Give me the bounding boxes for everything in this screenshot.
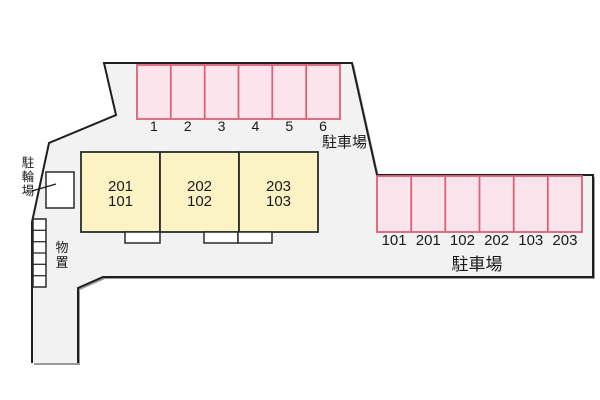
top-parking-space-number: 3 — [217, 118, 226, 134]
unit-number-lower: 102 — [186, 192, 213, 210]
bicycle-parking-box — [45, 171, 75, 209]
top-parking-space-number: 6 — [319, 118, 327, 134]
bicycle-parking-label: 駐輪場 — [21, 156, 35, 198]
right-parking-space-number: 201 — [415, 232, 441, 249]
right-parking-space-number: 103 — [518, 232, 544, 249]
unit-number-lower: 101 — [107, 192, 134, 210]
right-parking-number-row: 101 201 102 202 103 203 — [377, 232, 582, 249]
top-parking-title: 駐車場 — [322, 134, 368, 151]
bicycle-parking-leader-line — [31, 183, 57, 192]
building-unit-2 — [159, 151, 240, 233]
right-parking-space-number: 203 — [552, 232, 578, 249]
storage-boxes — [32, 218, 47, 288]
right-parking-space-number: 101 — [381, 232, 407, 249]
top-parking-space-number: 2 — [183, 118, 192, 134]
top-parking-space-number: 4 — [251, 118, 260, 134]
top-parking-space-number: 1 — [150, 118, 158, 134]
building-unit-3 — [238, 151, 319, 233]
top-parking-space-number: 5 — [285, 118, 294, 134]
top-parking-number-row: 1 2 3 4 5 6 — [137, 118, 340, 134]
entrance-porch — [237, 231, 273, 244]
right-parking-space-number: 102 — [449, 232, 475, 249]
entrance-porch — [124, 231, 161, 244]
unit-number-upper: 202 — [186, 178, 213, 195]
top-parking-row — [136, 64, 341, 120]
building-outline — [80, 151, 319, 233]
unit-label-3: 203 103 — [239, 178, 318, 210]
unit-number-upper: 201 — [107, 178, 134, 195]
right-parking-title: 駐車場 — [451, 255, 503, 274]
right-parking-space-number: 202 — [484, 232, 510, 249]
unit-number-upper: 203 — [265, 178, 292, 195]
right-parking-row — [376, 175, 583, 233]
unit-label-1: 201 101 — [81, 178, 160, 210]
entrance-porch — [203, 231, 239, 244]
unit-label-2: 202 102 — [160, 178, 239, 210]
building-unit-1 — [80, 151, 161, 233]
unit-number-lower: 103 — [265, 192, 292, 210]
site-parcel-outline — [31, 62, 594, 363]
storage-label: 物置 — [55, 240, 69, 270]
